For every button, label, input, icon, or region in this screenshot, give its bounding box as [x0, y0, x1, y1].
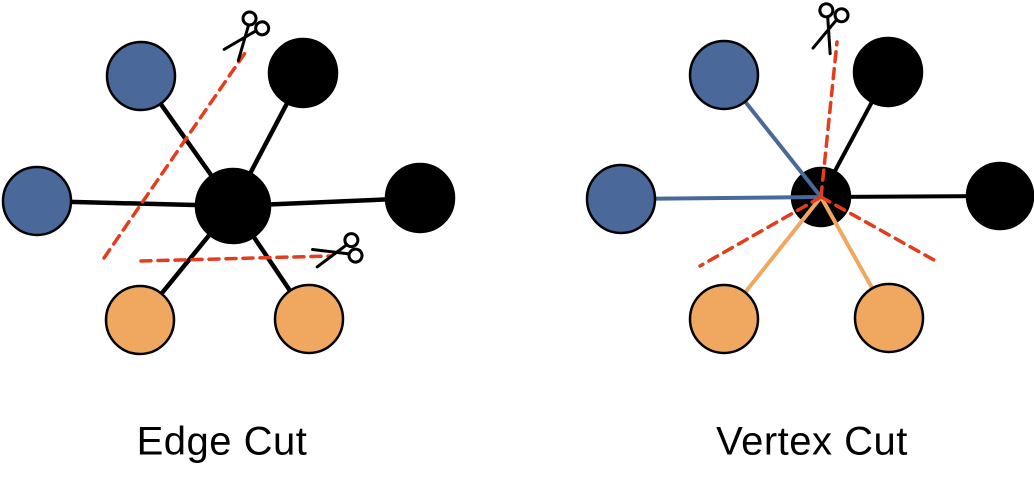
graph-node-blue: [585, 163, 657, 235]
cut-line: [102, 51, 247, 260]
scissors-icon: [222, 10, 271, 62]
edge-cut-group: [1, 10, 456, 356]
cut-line: [819, 40, 839, 199]
cut-line: [819, 195, 936, 262]
graph-node-black: [965, 161, 1034, 231]
vertex-cut-group: [585, 2, 1034, 355]
graph-node-orange: [273, 283, 345, 355]
graph-node-black: [267, 37, 339, 109]
cut-line: [698, 195, 823, 268]
graph-node-blue: [1, 165, 73, 237]
edge-cut-label: Edge Cut: [136, 419, 308, 464]
graph-node-black: [852, 36, 924, 108]
vertex-cut-label: Vertex Cut: [716, 419, 908, 464]
cut-line: [139, 254, 333, 263]
graph-node-black: [384, 162, 456, 234]
graph-node-orange: [104, 284, 176, 356]
graph-node-orange: [688, 283, 760, 355]
graph-node-orange: [853, 282, 925, 354]
graph-node-blue: [105, 40, 177, 112]
scissors-icon: [811, 2, 850, 56]
scissors-icon: [310, 232, 364, 269]
graph-node-blue: [688, 39, 760, 111]
edge-cut-center-node: [194, 167, 272, 245]
